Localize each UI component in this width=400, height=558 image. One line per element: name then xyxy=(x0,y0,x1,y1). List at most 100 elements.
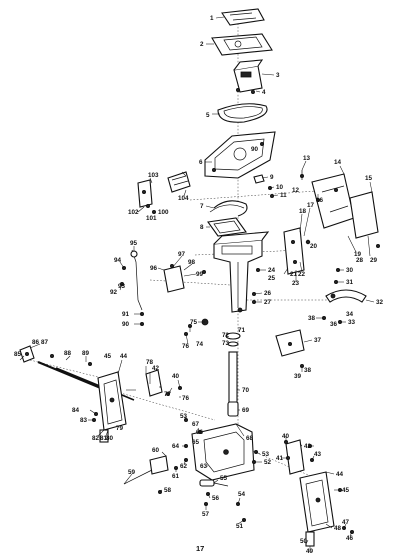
page-number: 17 xyxy=(196,544,204,553)
swivel-handle-85 xyxy=(19,345,35,363)
callout-81: 81 xyxy=(100,435,108,442)
shift-rod-95 xyxy=(130,249,143,311)
callout-1: 1 xyxy=(210,15,214,22)
callout-103: 103 xyxy=(148,172,159,179)
shaft-collar xyxy=(225,332,241,347)
callout-102: 102 xyxy=(128,209,139,216)
callout-5: 5 xyxy=(206,112,210,119)
callout-88: 88 xyxy=(64,350,72,357)
callout-17: 17 xyxy=(307,202,315,209)
callout-63: 63 xyxy=(200,463,208,470)
callout-59: 59 xyxy=(128,469,136,476)
callout-10: 10 xyxy=(276,184,284,191)
callout-44-left: 44 xyxy=(120,353,128,360)
callout-85: 85 xyxy=(14,351,22,358)
callout-58: 58 xyxy=(164,487,172,494)
callout-60: 60 xyxy=(152,447,160,454)
callout-29: 29 xyxy=(370,257,378,264)
callout-80: 80 xyxy=(106,435,114,442)
mount-bracket-37 xyxy=(275,329,305,357)
callout-6: 6 xyxy=(199,159,203,166)
callout-18: 18 xyxy=(299,208,307,215)
callout-8: 8 xyxy=(200,224,204,231)
callout-21: 21 xyxy=(290,271,298,278)
callout-38-upper: 38 xyxy=(308,315,316,322)
callout-13: 13 xyxy=(303,155,311,162)
callout-48: 48 xyxy=(334,525,342,532)
bracket-plate-18 xyxy=(283,227,305,275)
callout-12: 12 xyxy=(292,187,300,194)
callout-23: 23 xyxy=(292,280,300,287)
bushing-69 xyxy=(227,401,239,417)
callout-19: 19 xyxy=(354,251,362,258)
callout-101: 101 xyxy=(146,215,157,222)
hose-clip xyxy=(209,200,248,217)
callout-51: 51 xyxy=(236,523,244,530)
callout-72: 72 xyxy=(222,332,230,339)
damper-block xyxy=(167,171,191,193)
callout-67: 67 xyxy=(192,421,200,428)
callout-104: 104 xyxy=(178,195,189,202)
clamp-bracket-42 xyxy=(285,439,305,475)
callout-96: 96 xyxy=(150,265,158,272)
driveshaft-housing xyxy=(213,231,270,313)
callout-32: 32 xyxy=(376,299,384,306)
callout-34: 34 xyxy=(346,311,354,318)
callout-38-lower: 38 xyxy=(304,367,312,374)
callout-43: 43 xyxy=(314,451,322,458)
callout-66: 66 xyxy=(196,429,204,436)
callout-68: 68 xyxy=(246,435,254,442)
callout-45-left: 45 xyxy=(104,353,112,360)
callout-94: 94 xyxy=(114,257,122,264)
callout-14: 14 xyxy=(334,159,342,166)
callout-27: 27 xyxy=(264,299,272,306)
cover-housing xyxy=(233,59,264,95)
callout-15: 15 xyxy=(365,175,373,182)
callout-26: 26 xyxy=(264,290,272,297)
callout-16: 16 xyxy=(316,197,324,204)
callout-99: 99 xyxy=(196,271,204,278)
callout-42-left: 42 xyxy=(152,365,160,372)
callout-56: 56 xyxy=(212,495,220,502)
callout-97: 97 xyxy=(178,251,186,258)
seal-ring xyxy=(217,103,268,123)
gasket-lower xyxy=(207,217,247,237)
callout-40-left: 40 xyxy=(172,373,180,380)
callout-73: 73 xyxy=(222,340,230,347)
callout-62: 62 xyxy=(180,463,188,470)
callout-75: 75 xyxy=(190,319,198,326)
callout-45-right: 45 xyxy=(342,487,350,494)
callout-86: 86 xyxy=(32,339,40,346)
callout-39: 39 xyxy=(294,373,302,380)
callout-57: 57 xyxy=(202,511,210,518)
bracket-103 xyxy=(137,179,153,208)
callout-42-right: 42 xyxy=(304,443,312,450)
callout-55: 55 xyxy=(220,475,228,482)
callout-7: 7 xyxy=(200,203,204,210)
callout-20: 20 xyxy=(310,243,318,250)
bracket-97 xyxy=(163,265,185,293)
callout-76-upper: 76 xyxy=(182,343,190,350)
callout-98: 98 xyxy=(188,259,196,266)
callout-50: 50 xyxy=(300,538,308,545)
callout-100: 100 xyxy=(158,209,169,216)
callout-91: 91 xyxy=(122,311,130,318)
callout-74: 74 xyxy=(196,341,204,348)
left-clamp-bracket xyxy=(97,371,127,431)
side-cover-15 xyxy=(349,191,379,239)
callout-69: 69 xyxy=(242,407,250,414)
callout-40-right: 40 xyxy=(282,433,290,440)
callout-44-right: 44 xyxy=(336,471,344,478)
callout-71: 71 xyxy=(238,327,246,334)
callout-37: 37 xyxy=(314,337,322,344)
leader-lines xyxy=(19,16,375,552)
right-clamp-bracket xyxy=(299,471,335,533)
adapter-plate xyxy=(204,131,276,179)
callout-11: 11 xyxy=(280,192,287,199)
callout-54: 54 xyxy=(238,491,246,498)
top-plate xyxy=(221,8,265,26)
callout-77: 77 xyxy=(164,391,172,398)
callout-41: 41 xyxy=(276,455,284,462)
clamp-screw-50 xyxy=(305,531,315,547)
